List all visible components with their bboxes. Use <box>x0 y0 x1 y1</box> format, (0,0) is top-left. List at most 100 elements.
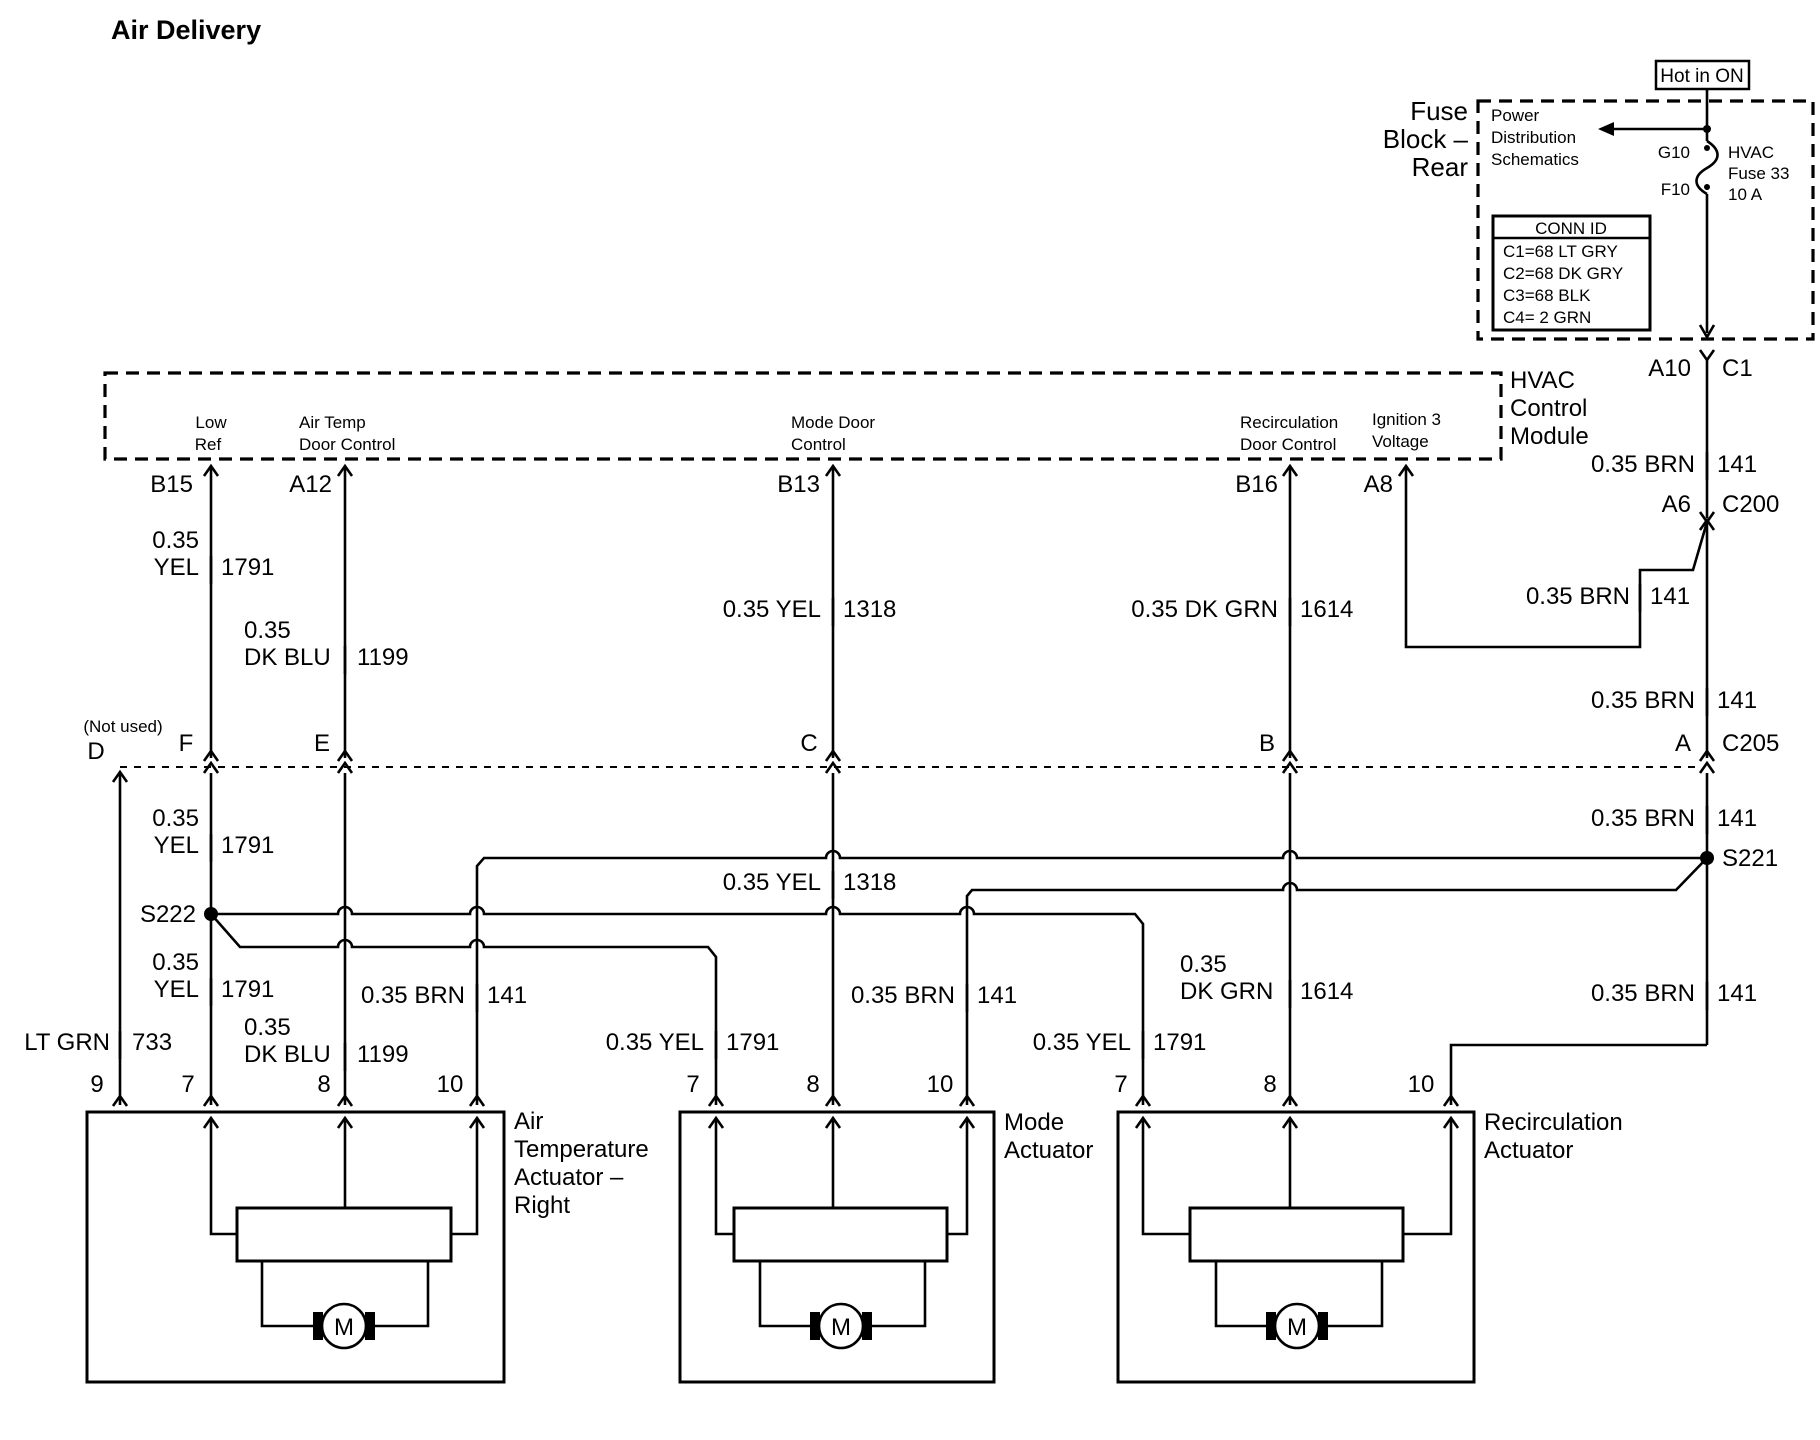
fuse-terminal-bottom <box>1704 184 1710 190</box>
actuator-pin-label: 8 <box>1263 1071 1276 1098</box>
power-dist-label-3: Schematics <box>1491 150 1579 169</box>
wire-1791-circuit-label: 1791 <box>1153 1029 1206 1056</box>
wire-141-color-label: 0.35 BRN <box>851 982 955 1009</box>
wire-141-color-label: 0.35 BRN <box>1591 980 1695 1007</box>
conn-id-row: C2=68 DK GRY <box>1503 264 1623 283</box>
c205-d-arrow-icon <box>111 769 129 783</box>
power-dist-label-2: Distribution <box>1491 128 1576 147</box>
wire-141-circuit-label: 141 <box>1717 805 1757 832</box>
conn-id-row: C1=68 LT GRY <box>1503 242 1618 261</box>
actuator-pin-label: 7 <box>181 1071 194 1098</box>
actuator-pin-label: 10 <box>927 1071 954 1098</box>
hvac-pin-name: Air Temp <box>299 413 366 432</box>
c1-pin-label: A10 <box>1648 355 1691 382</box>
fuse-block-label-1: Fuse <box>1410 96 1468 126</box>
wire-141-color-label: 0.35 BRN <box>361 982 465 1009</box>
fuse-output-arrow-icon <box>1698 324 1716 340</box>
c205-pin-label: B <box>1259 730 1275 757</box>
actuator-pin-label: 10 <box>1408 1071 1435 1098</box>
hvac-pin-id: B13 <box>777 471 820 498</box>
fuse-pin-f10: F10 <box>1661 180 1690 199</box>
hot-in-on-box <box>1654 59 1751 91</box>
splice-s221-label: S221 <box>1722 845 1778 872</box>
wire-141-circuit-label: 141 <box>977 982 1017 1009</box>
wire-141-circuit-label: 141 <box>1650 583 1690 610</box>
wire-1199-color-label: 0.35 <box>244 1014 291 1041</box>
fuse-label-3: 10 A <box>1728 185 1763 204</box>
wire-1614-color-label: 0.35 DK GRN <box>1131 596 1278 623</box>
c205-pin-label: C <box>800 730 817 757</box>
fuse-label-2: Fuse 33 <box>1728 164 1789 183</box>
actuator-name-label: Actuator <box>1484 1137 1573 1164</box>
fuse-feed-junction <box>1703 125 1711 133</box>
hvac-pin-name: Door Control <box>299 435 395 454</box>
conn-id-row: C4= 2 GRN <box>1503 308 1591 327</box>
hvac-pin-id: B15 <box>150 471 193 498</box>
c205-conn-label: C205 <box>1722 730 1779 757</box>
c1-connector-icon <box>1698 349 1716 363</box>
wire-1318-circuit-label: 1318 <box>843 869 896 896</box>
wire-1614-circuit-label: 1614 <box>1300 596 1353 623</box>
wire-1199-circuit-label: 1199 <box>357 1041 409 1068</box>
wire-1791-color-label: YEL <box>154 976 199 1003</box>
wire-1614-circuit-label: 1614 <box>1300 978 1353 1005</box>
wire-141-circuit-label: 141 <box>1717 980 1757 1007</box>
wire-1318-circuit-label: 1318 <box>843 596 896 623</box>
diagram-title: Air Delivery <box>111 15 261 45</box>
b15-arrow-icon <box>202 463 220 477</box>
wire-141-circuit-label: 141 <box>487 982 527 1009</box>
actuator-drive-block <box>235 1206 453 1263</box>
hot-in-on-label: Hot in ON <box>1660 66 1743 87</box>
fuse-pin-g10: G10 <box>1658 143 1690 162</box>
wire-1199-circuit-label: 1199 <box>357 644 409 671</box>
air-temp-actuator-box <box>85 1110 506 1384</box>
conn-id-table: CONN ID C1=68 LT GRY C2=68 DK GRY C3=68 … <box>1491 214 1652 332</box>
c205-pin-label: E <box>314 730 330 757</box>
wire-1318-color-label: 0.35 YEL <box>723 869 821 896</box>
wire-141-color-label: 0.35 BRN <box>1591 687 1695 714</box>
recirc-actuator-box <box>1116 1110 1476 1384</box>
actuator-name-label: Actuator <box>1004 1137 1093 1164</box>
wire-1791-color-label: 0.35 <box>152 805 199 832</box>
wire-1791-circuit-label: 1791 <box>221 554 274 581</box>
wire-733-color-label: LT GRN <box>24 1029 110 1056</box>
actuator-name-label: Right <box>514 1192 570 1219</box>
wire-1614-color-label: 0.35 <box>1180 951 1227 978</box>
hvac-pin-name: Ignition 3 <box>1372 410 1441 429</box>
hvac-control-module: HVAC Control Module Low Ref Air Temp Doo… <box>103 367 1589 498</box>
wire-1791-color-label: 0.35 YEL <box>606 1029 704 1056</box>
c205-pin-chevrons <box>202 748 1716 774</box>
hvac-pin-name: Control <box>791 435 846 454</box>
wire-1791-color-label: YEL <box>154 832 199 859</box>
motor-label: M <box>1287 1314 1307 1341</box>
fuse-block: Hot in ON Fuse Block – Rear Power Distri… <box>1383 59 1815 341</box>
wire-label-dividers <box>118 556 1709 1071</box>
actuator-name-label: Recirculation <box>1484 1109 1623 1136</box>
actuator-drive-block <box>732 1206 949 1263</box>
hvac-pin-name: Recirculation <box>1240 413 1338 432</box>
fuse-block-label-3: Rear <box>1412 152 1469 182</box>
recirc-actuator: 7 8 10 M Recirculation Actuator <box>1114 1071 1623 1384</box>
hvac-pin-name: Ref <box>195 435 222 454</box>
wire-1791-color-label: 0.35 YEL <box>1033 1029 1131 1056</box>
actuator-pin-label: 7 <box>686 1071 699 1098</box>
actuator-pin-label: 7 <box>1114 1071 1127 1098</box>
hvac-pin-name: Mode Door <box>791 413 875 432</box>
actuator-pin-label: 8 <box>317 1071 330 1098</box>
c200-connector-icon <box>1698 517 1716 531</box>
a8-arrow-icon <box>1397 463 1415 477</box>
motor-label: M <box>334 1314 354 1341</box>
c205-pin-label: D <box>87 738 104 765</box>
wire-1791-color-label: 0.35 <box>152 527 199 554</box>
actuator-name-label: Mode <box>1004 1109 1064 1136</box>
wire-1791-circuit-label: 1791 <box>221 976 274 1003</box>
actuator-name-label: Actuator – <box>514 1164 624 1191</box>
hvac-pin-name: Door Control <box>1240 435 1336 454</box>
wire-1318-color-label: 0.35 YEL <box>723 596 821 623</box>
c205-pin-label: A <box>1675 730 1691 757</box>
fuse-label-1: HVAC <box>1728 143 1774 162</box>
hvac-pin-id: A12 <box>289 471 332 498</box>
hvac-module-label-1: HVAC <box>1510 367 1575 394</box>
air-temp-actuator: 9 7 8 10 M Air Temperature Actuator – Ri… <box>85 1071 649 1384</box>
actuator-pin-label: 8 <box>806 1071 819 1098</box>
